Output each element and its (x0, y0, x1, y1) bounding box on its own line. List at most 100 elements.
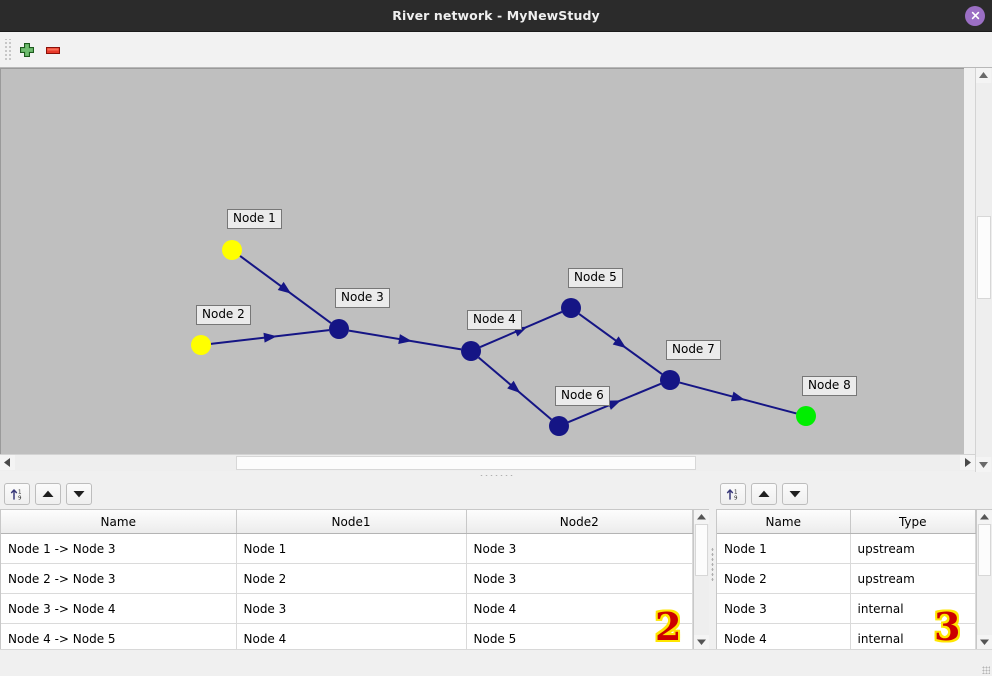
arrow-down-icon[interactable] (66, 483, 92, 505)
nodes-vscroll-thumb[interactable] (978, 524, 991, 576)
vertical-splitter[interactable] (709, 479, 716, 649)
delete-minus-icon[interactable] (40, 37, 66, 63)
table-cell-node2[interactable]: Node 3 (466, 563, 693, 594)
nodes-arrow-up-icon[interactable] (751, 483, 777, 505)
table-cell-type[interactable]: upstream (850, 533, 976, 564)
graph-node[interactable] (660, 370, 680, 390)
table-cell-node2[interactable]: Node 5 (466, 623, 693, 649)
graph-node-label[interactable]: Node 7 (666, 340, 721, 360)
nodes-vertical-scrollbar[interactable] (976, 510, 992, 649)
nodes-col-type[interactable]: Type (850, 510, 976, 534)
graph-node-label[interactable]: Node 1 (227, 209, 282, 229)
table-cell-type[interactable]: internal (850, 623, 976, 649)
table-cell-name[interactable]: Node 3 (717, 593, 851, 624)
table-cell-node2[interactable]: Node 4 (466, 593, 693, 624)
table-cell-node2[interactable]: Node 3 (466, 533, 693, 564)
graph-node-label[interactable]: Node 8 (802, 376, 857, 396)
table-cell-name[interactable]: Node 1 -> Node 3 (1, 533, 237, 564)
table-cell-node1[interactable]: Node 2 (236, 563, 467, 594)
graph-area: Node 1 Node 2 Node 3 Node 4 Node 5 Node 6 Node… (0, 68, 992, 472)
graph-node-label[interactable]: Node 4 (467, 310, 522, 330)
nodes-sort-ascending-icon[interactable]: 1 9 (720, 483, 746, 505)
splitter-grip-icon (479, 474, 513, 477)
reaches-scroll-down-arrow-icon[interactable] (694, 635, 709, 649)
scroll-left-arrow-icon[interactable] (0, 455, 15, 470)
graph-node[interactable] (796, 406, 816, 426)
reaches-col-node1[interactable]: Node1 (236, 510, 467, 534)
close-icon[interactable] (965, 5, 985, 26)
edge-arrow-icon (263, 332, 277, 343)
toolbar-drag-handle[interactable] (3, 38, 12, 61)
resize-grip-icon[interactable] (982, 666, 990, 674)
graph-node-label[interactable]: Node 6 (555, 386, 610, 406)
graph-node[interactable] (549, 416, 569, 436)
vsplitter-grip-icon (711, 547, 714, 581)
nodes-vscroll-track[interactable] (977, 524, 992, 635)
network-graph-svg (191, 240, 816, 436)
graph-node[interactable] (561, 298, 581, 318)
table-cell-node1[interactable]: Node 3 (236, 593, 467, 624)
graph-node[interactable] (329, 319, 349, 339)
network-diagram-canvas[interactable]: Node 1 Node 2 Node 3 Node 4 Node 5 Node 6 Node… (0, 68, 964, 454)
graph-node-label[interactable]: Node 5 (568, 268, 623, 288)
title-bar: River network - MyNewStudy (0, 0, 992, 32)
reaches-vertical-scrollbar[interactable] (693, 510, 709, 649)
svg-text:1: 1 (734, 490, 738, 496)
status-bar (0, 649, 992, 676)
reaches-col-name[interactable]: Name (1, 510, 237, 534)
graph-node[interactable] (191, 335, 211, 355)
table-cell-name[interactable]: Node 2 -> Node 3 (1, 563, 237, 594)
reaches-vscroll-track[interactable] (694, 524, 709, 635)
scroll-down-arrow-icon[interactable] (976, 457, 991, 472)
add-plus-icon[interactable] (14, 37, 40, 63)
table-cell-name[interactable]: Node 1 (717, 533, 851, 564)
table-cell-name[interactable]: Node 4 (717, 623, 851, 649)
graph-node-label[interactable]: Node 3 (335, 288, 390, 308)
table-cell-name[interactable]: Node 2 (717, 563, 851, 594)
horizontal-splitter[interactable] (0, 472, 992, 479)
sort-ascending-icon[interactable]: 1 9 (4, 483, 30, 505)
table-cell-type[interactable]: upstream (850, 563, 976, 594)
graph-node-label[interactable]: Node 2 (196, 305, 251, 325)
table-cell-node1[interactable]: Node 1 (236, 533, 467, 564)
graph-node[interactable] (222, 240, 242, 260)
graph-node[interactable] (461, 341, 481, 361)
canvas-hscroll-track[interactable] (15, 455, 960, 471)
nodes-layer (191, 240, 816, 436)
table-cell-type[interactable]: internal (850, 593, 976, 624)
reaches-toolbar: 1 9 (0, 479, 709, 509)
table-cell-node1[interactable]: Node 4 (236, 623, 467, 649)
overlay-number-3: 3 (932, 604, 962, 649)
scroll-right-arrow-icon[interactable] (960, 455, 975, 470)
canvas-vscroll-track[interactable] (976, 83, 992, 457)
nodes-scroll-up-arrow-icon[interactable] (977, 510, 992, 524)
edge-arrow-icon (607, 400, 621, 410)
canvas-vscroll-thumb[interactable] (977, 216, 991, 299)
svg-text:9: 9 (18, 496, 22, 502)
nodes-col-name[interactable]: Name (717, 510, 851, 534)
table-cell-name[interactable]: Node 4 -> Node 5 (1, 623, 237, 649)
canvas-vertical-scrollbar[interactable] (975, 68, 992, 472)
arrow-up-icon[interactable] (35, 483, 61, 505)
nodes-arrow-down-icon[interactable] (782, 483, 808, 505)
edge-arrow-icon (612, 336, 627, 349)
canvas-horizontal-scrollbar[interactable] (0, 454, 975, 471)
reaches-vscroll-thumb[interactable] (695, 524, 708, 576)
canvas-hscroll-thumb[interactable] (236, 456, 696, 470)
reaches-scroll-up-arrow-icon[interactable] (694, 510, 709, 524)
table-cell-name[interactable]: Node 3 -> Node 4 (1, 593, 237, 624)
nodes-scroll-down-arrow-icon[interactable] (977, 635, 992, 649)
scroll-up-arrow-icon[interactable] (976, 68, 991, 83)
reaches-col-node2[interactable]: Node2 (466, 510, 693, 534)
